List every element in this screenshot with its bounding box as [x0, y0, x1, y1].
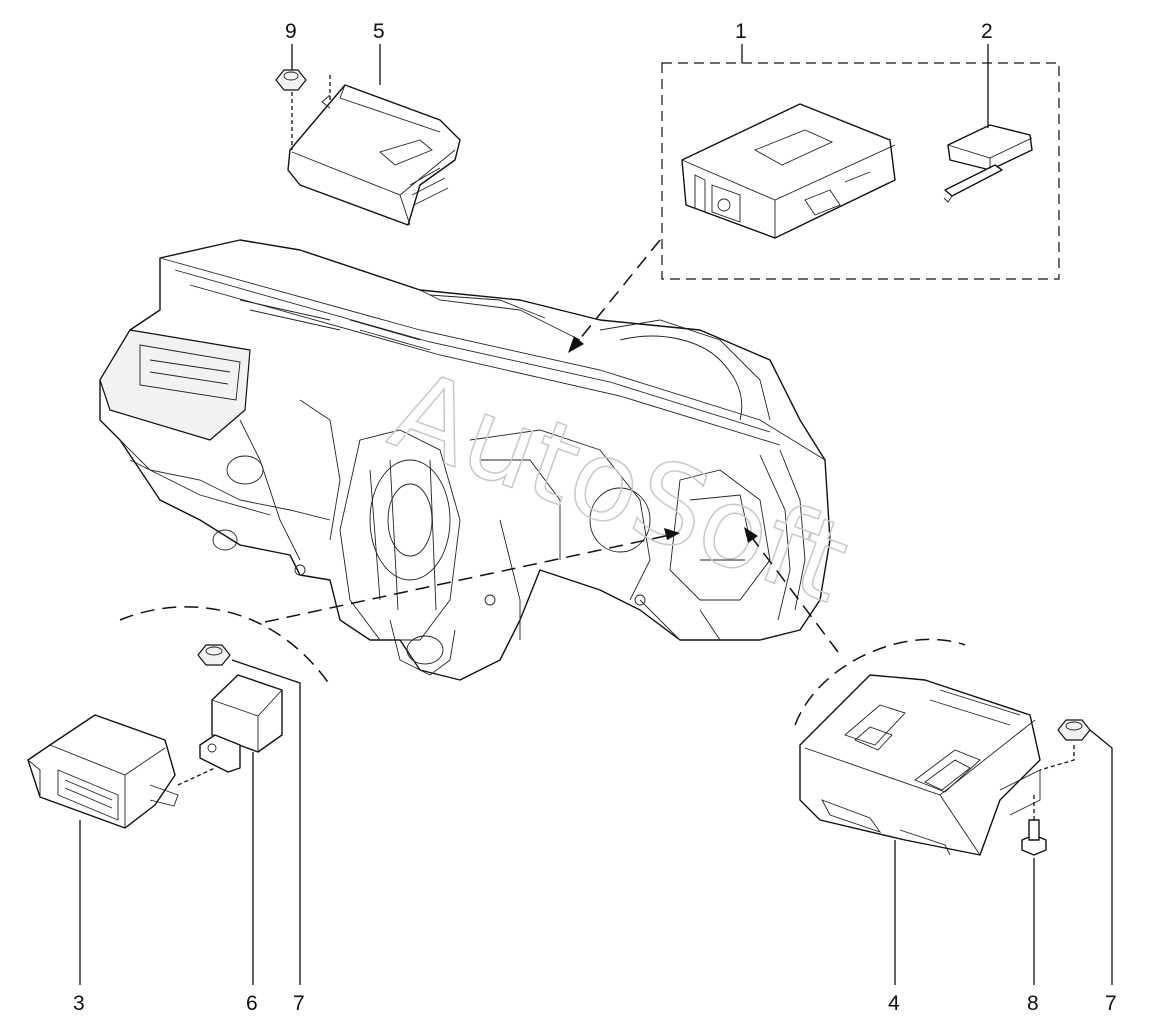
- dashboard-assembly: [99, 239, 831, 681]
- callout-1: 1: [735, 20, 747, 43]
- part-1-control-unit: [681, 103, 896, 239]
- part-9-nut: [275, 69, 331, 150]
- arrowhead-3: [744, 527, 758, 543]
- arrowhead-1: [568, 336, 584, 353]
- callout-6: 6: [246, 992, 258, 1015]
- part-4-bcm-module: [799, 674, 1041, 856]
- callout-3: 3: [73, 992, 85, 1015]
- callout-4: 4: [888, 992, 900, 1015]
- callout-7-right: 7: [1105, 992, 1117, 1015]
- part-5-airbag-module: [287, 84, 461, 226]
- part-6-relay: [199, 674, 283, 773]
- part-2-remote-key: [943, 124, 1033, 203]
- callout-9: 9: [285, 20, 297, 43]
- part-7-nut-right: [1039, 719, 1091, 771]
- part-8-bolt: [1021, 795, 1047, 856]
- callout-2: 2: [981, 20, 993, 43]
- part-7-nut-left: [197, 644, 231, 666]
- arrowhead-2: [664, 528, 680, 540]
- callout-8: 8: [1027, 992, 1039, 1015]
- part-1-group-box: [661, 62, 1060, 280]
- part-3-sensor-module: [27, 714, 216, 829]
- leader-lines: [79, 44, 1113, 985]
- callout-7-left: 7: [293, 992, 305, 1015]
- callout-5: 5: [373, 20, 385, 43]
- connection-arrows: [119, 239, 966, 726]
- callout-labels: 1 2 5 9 3 6 7 4 8 7: [73, 20, 1117, 1015]
